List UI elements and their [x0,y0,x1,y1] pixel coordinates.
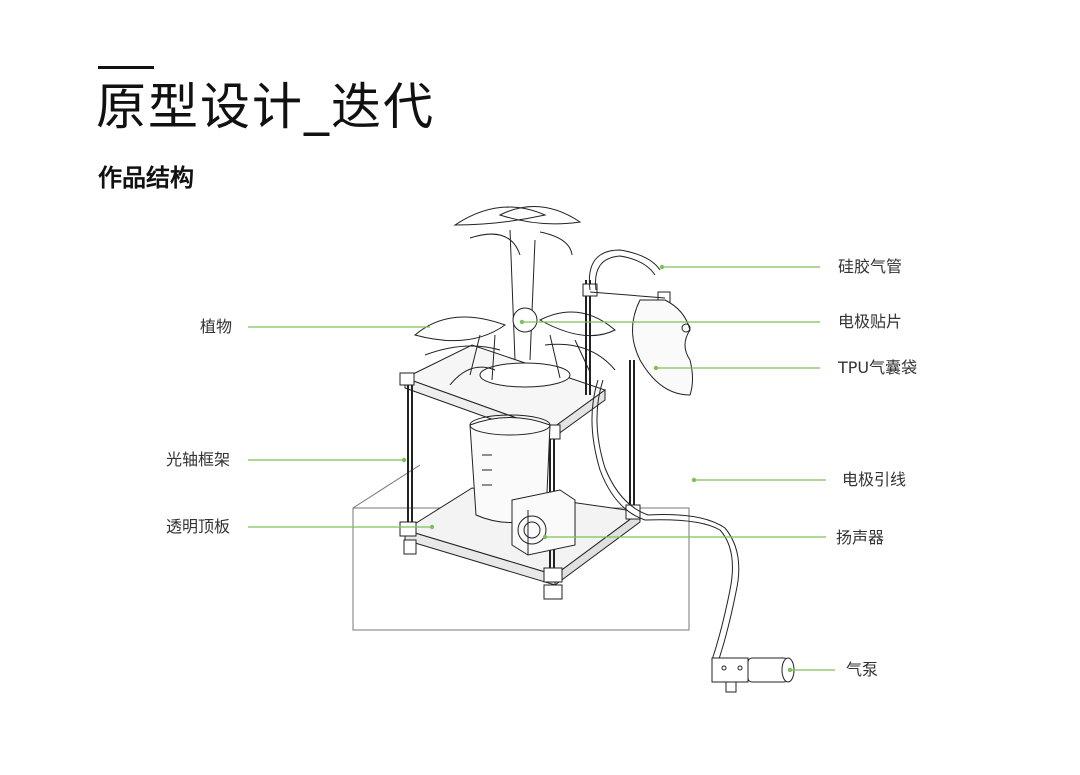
label-electrode-patch: 电极贴片 [838,312,903,331]
tubing-and-airbag [588,249,740,663]
title-accent-bar [98,66,154,69]
label-plant: 植物 [200,317,233,336]
section-subtitle: 作品结构 [98,164,194,192]
label-lead-wire: 电极引线 [842,470,907,489]
label-frame: 光轴框架 [166,450,231,469]
air-pump [711,657,795,693]
label-silicone-tube: 硅胶气管 [838,257,903,276]
leader-lines [248,264,835,673]
label-speaker: 扬声器 [836,528,885,547]
label-tpu-airbag: TPU气囊袋 [838,358,918,377]
plant [413,206,616,388]
frame-connectors [399,283,671,600]
speaker [511,489,576,556]
page-title: 原型设计_迭代 [96,78,435,136]
label-air-pump: 气泵 [846,660,879,679]
label-top-plate: 透明顶板 [166,517,231,536]
diagram-sketch [352,206,795,693]
